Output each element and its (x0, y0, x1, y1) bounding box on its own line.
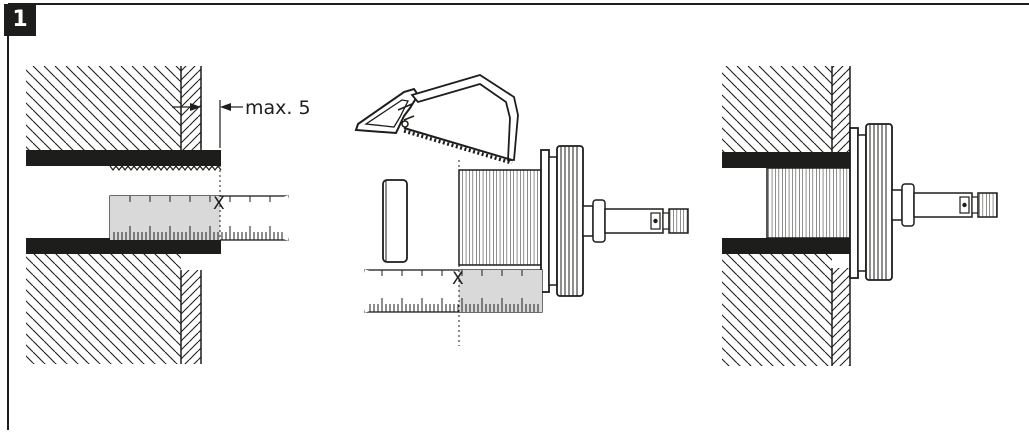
wall-lower (26, 252, 181, 364)
arrow-right-icon (220, 103, 231, 111)
arrow-left-icon (190, 103, 201, 111)
wall-lower (722, 254, 832, 366)
panel-right (722, 66, 998, 366)
step-number-badge: 1 (4, 4, 36, 36)
panel-middle (354, 74, 689, 346)
pipe-wall-bottom (722, 238, 850, 254)
pipe-wall-top (26, 150, 221, 166)
frame (7, 3, 1029, 430)
cut-mark-left: X (213, 194, 225, 214)
wall-upper (722, 66, 832, 152)
flange (849, 127, 859, 279)
threaded-sleeve-installed (766, 167, 851, 239)
cut-off-piece (382, 179, 408, 263)
tile-upper (832, 66, 850, 152)
wall-upper (26, 66, 181, 150)
ruler-shaded-section (459, 270, 542, 312)
pipe-wall-bottom (26, 238, 221, 254)
pipe-wall-top (722, 152, 850, 168)
panel-left (26, 66, 291, 364)
threaded-sleeve (458, 169, 542, 266)
dimension-label: max. 5 (245, 97, 311, 119)
tile-lower (181, 270, 201, 364)
tile-lower (832, 268, 850, 366)
cut-mark-middle: X (452, 269, 464, 289)
hacksaw-icon (354, 74, 519, 165)
